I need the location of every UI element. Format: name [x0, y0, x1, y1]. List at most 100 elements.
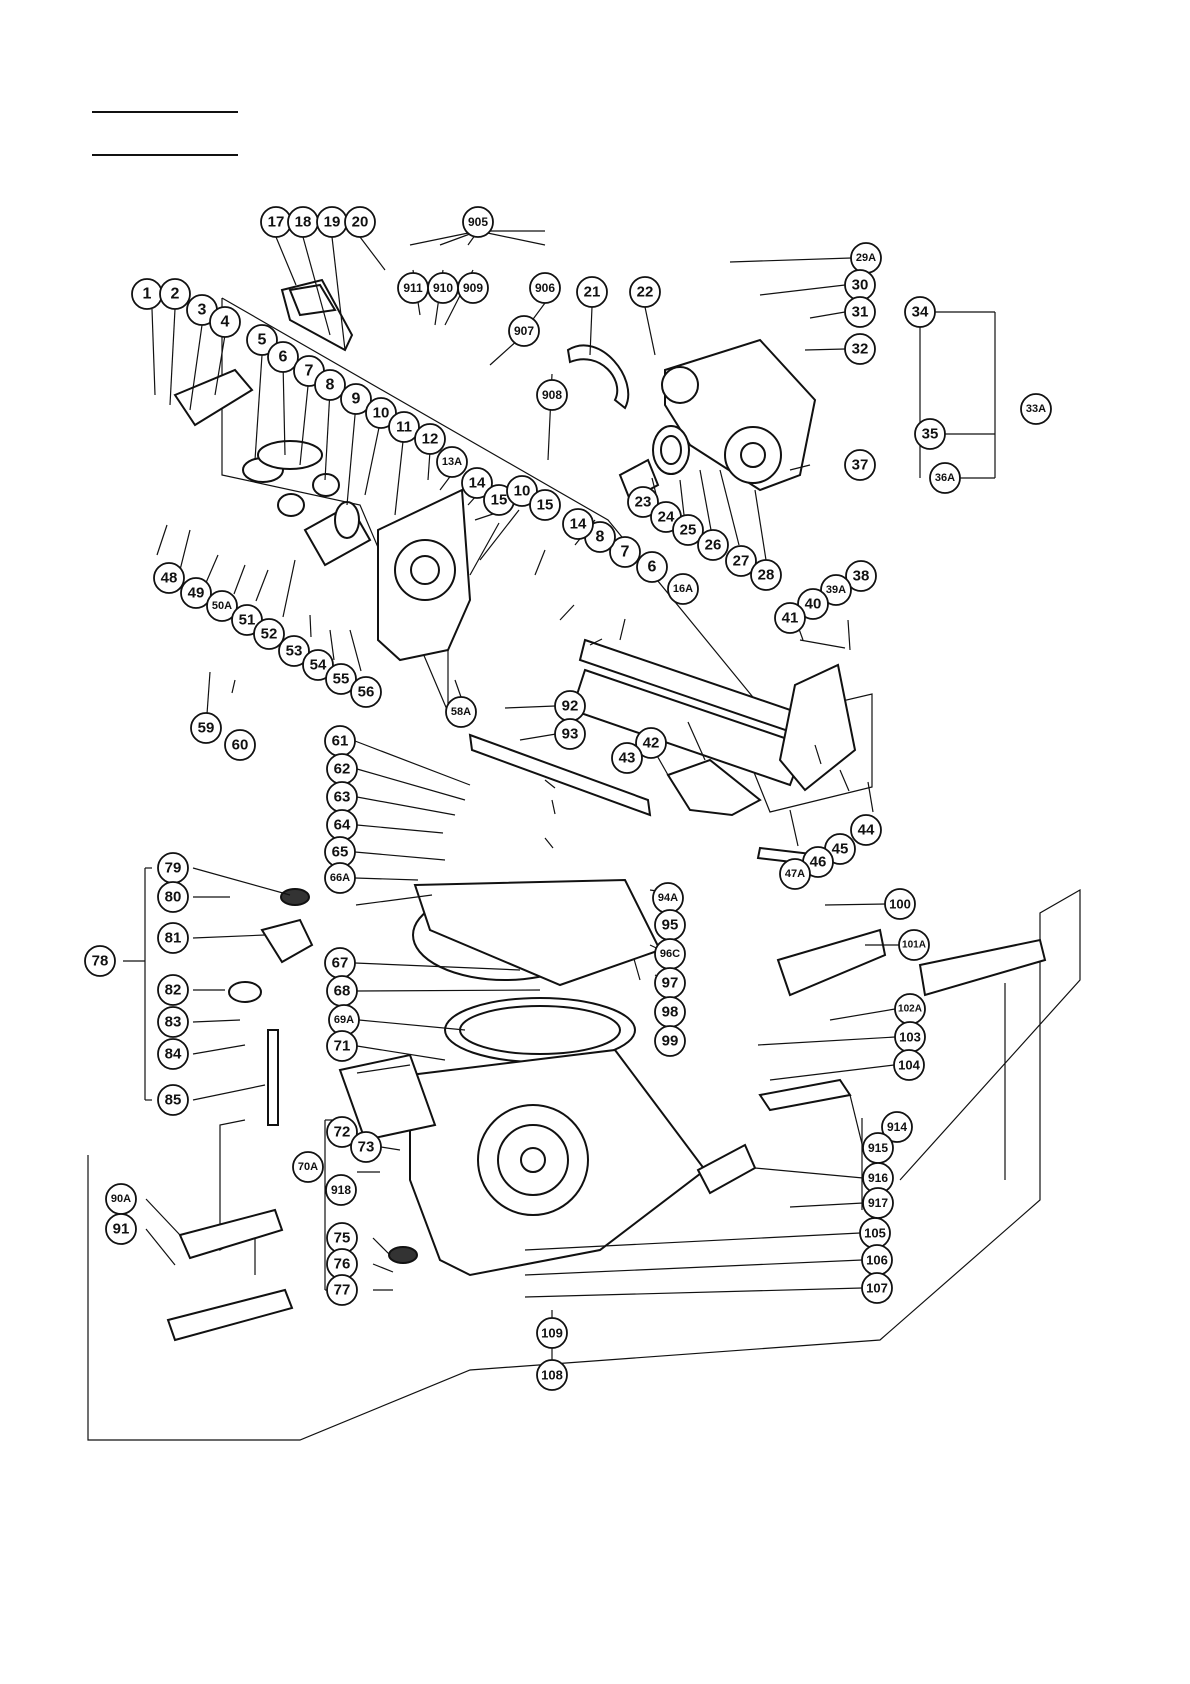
svg-text:84: 84 [165, 1046, 182, 1063]
svg-text:918: 918 [331, 1183, 351, 1197]
callout-35: 35 [914, 418, 946, 450]
callout-84: 84 [157, 1038, 189, 1070]
svg-text:915: 915 [868, 1141, 888, 1155]
svg-text:910: 910 [433, 281, 453, 295]
callout-105: 105 [859, 1217, 891, 1249]
svg-text:69A: 69A [334, 1014, 354, 1026]
svg-text:26: 26 [705, 537, 722, 554]
callout-41: 41 [774, 602, 806, 634]
svg-text:78: 78 [92, 953, 109, 970]
callout-917: 917 [862, 1187, 894, 1219]
svg-text:81: 81 [165, 930, 182, 947]
callout-31: 31 [844, 296, 876, 328]
svg-text:82: 82 [165, 982, 182, 999]
callout-77: 77 [326, 1274, 358, 1306]
svg-text:106: 106 [866, 1253, 888, 1268]
svg-text:47A: 47A [785, 868, 805, 880]
svg-text:5: 5 [258, 332, 267, 349]
svg-text:108: 108 [541, 1368, 563, 1383]
svg-text:103: 103 [899, 1030, 921, 1045]
callout-38: 38 [845, 560, 877, 592]
svg-text:56: 56 [358, 684, 375, 701]
callout-76: 76 [326, 1248, 358, 1280]
svg-text:8: 8 [596, 529, 605, 546]
svg-text:27: 27 [733, 553, 750, 570]
svg-text:90A: 90A [111, 1193, 131, 1205]
callout-71: 71 [326, 1030, 358, 1062]
callout-62: 62 [326, 753, 358, 785]
callout-36a: 36A [929, 462, 961, 494]
svg-text:44: 44 [858, 822, 875, 839]
svg-text:68: 68 [334, 983, 351, 1000]
svg-text:28: 28 [758, 567, 775, 584]
svg-text:4: 4 [221, 314, 230, 331]
svg-text:99: 99 [662, 1033, 679, 1050]
callout-97: 97 [654, 967, 686, 999]
callout-33a: 33A [1020, 393, 1052, 425]
svg-text:45: 45 [832, 841, 849, 858]
svg-text:42: 42 [643, 735, 660, 752]
callout-18: 18 [287, 206, 319, 238]
svg-text:93: 93 [562, 726, 579, 743]
callout-30: 30 [844, 269, 876, 301]
svg-text:21: 21 [584, 284, 601, 301]
callout-70a: 70A [292, 1151, 324, 1183]
svg-text:31: 31 [852, 304, 869, 321]
callout-7-duplicate: 7 [609, 536, 641, 568]
callout-15-duplicate: 15 [529, 489, 561, 521]
callout-9: 9 [340, 383, 372, 415]
callout-100: 100 [884, 888, 916, 920]
callout-60: 60 [224, 729, 256, 761]
svg-text:85: 85 [165, 1092, 182, 1109]
svg-text:20: 20 [352, 214, 369, 231]
svg-text:30: 30 [852, 277, 869, 294]
callout-107: 107 [861, 1272, 893, 1304]
callout-10: 10 [365, 397, 397, 429]
svg-text:70A: 70A [298, 1161, 318, 1173]
svg-text:100: 100 [889, 897, 911, 912]
svg-text:911: 911 [403, 281, 423, 295]
svg-text:109: 109 [541, 1326, 563, 1341]
callout-905: 905 [462, 206, 494, 238]
callout-53: 53 [278, 635, 310, 667]
svg-text:52: 52 [261, 626, 278, 643]
callout-48: 48 [153, 562, 185, 594]
svg-text:17: 17 [268, 214, 285, 231]
callout-67: 67 [324, 947, 356, 979]
callout-50a: 50A [206, 590, 238, 622]
svg-text:75: 75 [334, 1230, 351, 1247]
svg-text:6: 6 [279, 349, 288, 366]
svg-text:29A: 29A [856, 252, 876, 264]
callout-23: 23 [627, 486, 659, 518]
svg-text:50A: 50A [212, 600, 232, 612]
callout-95: 95 [654, 909, 686, 941]
callout-72: 72 [326, 1116, 358, 1148]
callout-58a: 58A [445, 696, 477, 728]
svg-text:38: 38 [853, 568, 870, 585]
callout-4: 4 [209, 306, 241, 338]
callout-106: 106 [861, 1244, 893, 1276]
callout-906: 906 [529, 272, 561, 304]
svg-text:60: 60 [232, 737, 249, 754]
svg-text:23: 23 [635, 494, 652, 511]
svg-text:49: 49 [188, 585, 205, 602]
callout-32: 32 [844, 333, 876, 365]
callout-81: 81 [157, 922, 189, 954]
svg-text:1: 1 [143, 286, 152, 303]
callout-90a: 90A [105, 1183, 137, 1215]
svg-text:32: 32 [852, 341, 869, 358]
callout-911: 911 [397, 272, 429, 304]
callout-78: 78 [84, 945, 116, 977]
svg-text:15: 15 [491, 492, 508, 509]
svg-text:94A: 94A [658, 892, 678, 904]
callout-43: 43 [611, 742, 643, 774]
callout-6-duplicate: 6 [636, 551, 668, 583]
callouts: 1 2 3 4 5 6 7 8 9 10 11 12 13A 14 15 16A… [84, 206, 1052, 1391]
callout-907: 907 [508, 315, 540, 347]
callout-109: 109 [536, 1317, 568, 1349]
callout-909: 909 [457, 272, 489, 304]
callout-66a: 66A [324, 862, 356, 894]
callout-6: 6 [267, 341, 299, 373]
svg-text:39A: 39A [826, 584, 846, 596]
callout-20: 20 [344, 206, 376, 238]
